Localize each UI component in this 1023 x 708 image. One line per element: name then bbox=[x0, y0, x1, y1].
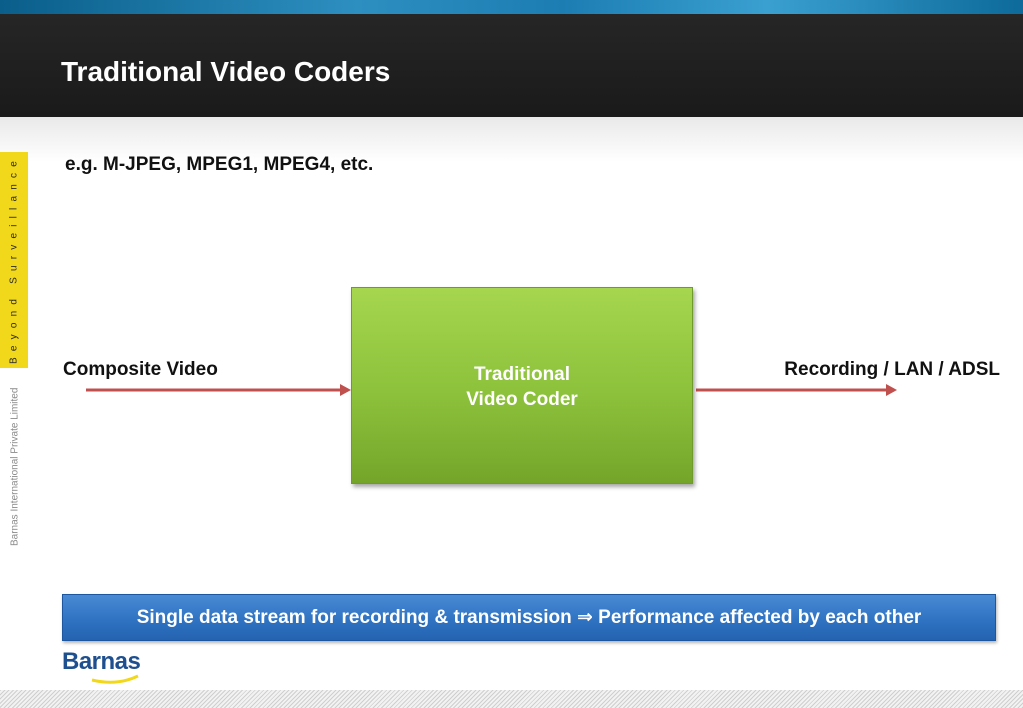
page-title: Traditional Video Coders bbox=[61, 56, 391, 87]
logo-text: Barnas bbox=[62, 648, 141, 675]
top-decorative-strip bbox=[0, 0, 1023, 14]
bottom-decorative-strip bbox=[0, 690, 1023, 708]
logo-swoosh-icon bbox=[91, 674, 139, 684]
output-arrow bbox=[696, 384, 897, 396]
codec-examples: e.g. M-JPEG, MPEG1, MPEG4, etc. bbox=[65, 154, 374, 175]
title-bar: Traditional Video Coders bbox=[0, 14, 1023, 117]
video-coder-box: Traditional Video Coder bbox=[351, 287, 693, 484]
video-coder-label: Traditional Video Coder bbox=[352, 362, 692, 412]
barnas-logo: Barnas bbox=[62, 646, 162, 686]
video-coder-label-line1: Traditional bbox=[473, 364, 571, 385]
video-coder-label-line2: Video Coder bbox=[466, 389, 578, 410]
output-label: Recording / LAN / ADSL bbox=[784, 359, 1000, 380]
input-label: Composite Video bbox=[63, 359, 218, 380]
tagline-tab: Beyond Surveillance bbox=[0, 152, 28, 368]
summary-banner-text: Single data stream for recording & trans… bbox=[136, 607, 922, 628]
title-shadow bbox=[0, 117, 1023, 162]
summary-banner: Single data stream for recording & trans… bbox=[62, 594, 996, 641]
input-arrow bbox=[86, 384, 351, 396]
